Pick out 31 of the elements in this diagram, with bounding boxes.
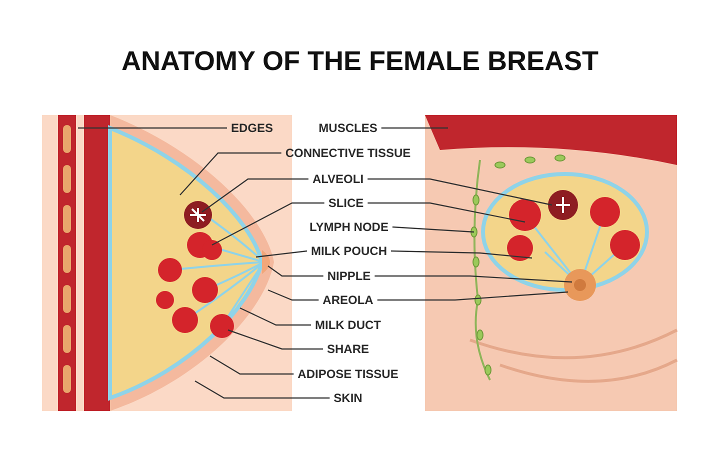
leader-line — [180, 152, 282, 196]
leader-line — [194, 380, 330, 399]
leader-line — [377, 291, 568, 301]
leader-line — [374, 275, 572, 283]
leader-line — [268, 289, 319, 301]
part-label: NIPPLE — [327, 269, 371, 283]
part-label: CONNECTIVE TISSUE — [285, 146, 411, 160]
leader-line — [368, 178, 552, 206]
part-label: AREOLA — [322, 293, 374, 307]
leader-line — [212, 202, 324, 246]
part-label: ALVEOLI — [312, 172, 364, 186]
leader-line — [202, 178, 308, 212]
leader-line — [390, 250, 532, 259]
leader-line — [210, 355, 294, 375]
leader-line — [78, 127, 227, 129]
part-label: ADIPOSE TISSUE — [298, 367, 398, 381]
part-label: MILK DUCT — [315, 318, 381, 332]
part-label: LYMPH NODE — [310, 220, 388, 234]
leader-line — [228, 329, 323, 350]
part-label: MILK POUCH — [311, 244, 387, 258]
leader-line — [368, 202, 526, 223]
leader-line — [268, 266, 324, 277]
leader-line — [240, 307, 311, 326]
diagram-title: ANATOMY OF THE FEMALE BREAST — [120, 46, 600, 77]
part-label: EDGES — [231, 121, 273, 135]
leader-line — [381, 127, 448, 129]
leader-line — [392, 226, 474, 233]
part-label: SKIN — [334, 391, 362, 405]
part-label: MUSCLES — [318, 121, 378, 135]
part-label: SHARE — [327, 342, 369, 356]
part-label: SLICE — [328, 196, 364, 210]
